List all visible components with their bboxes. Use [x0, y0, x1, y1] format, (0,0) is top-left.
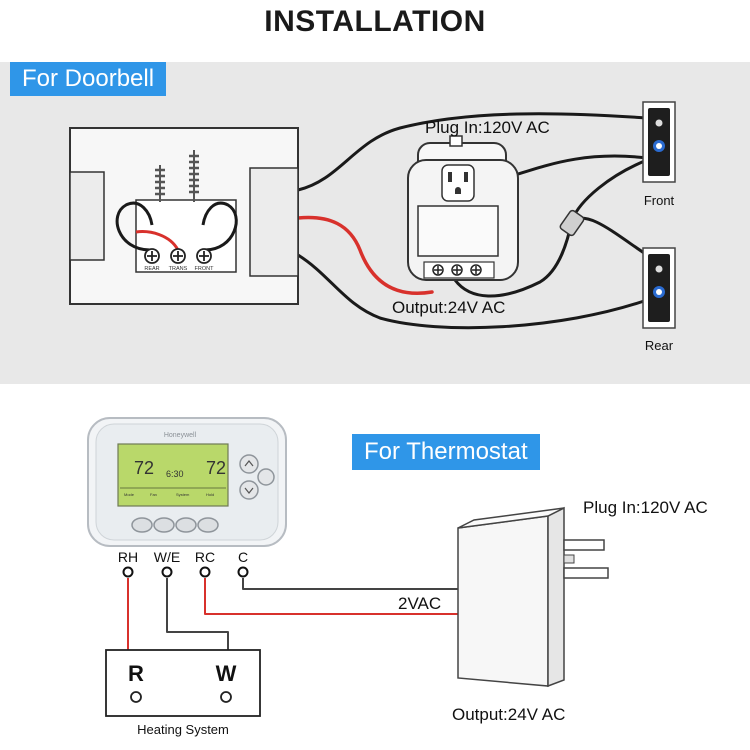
terminal-label-rear: REAR	[144, 266, 159, 272]
doorbell-badge: For Doorbell	[10, 62, 167, 96]
terminal-rh-label: RH	[118, 549, 138, 565]
lcd-row-fan: Fan	[150, 492, 157, 497]
lcd-time: 6:30	[166, 469, 184, 479]
doorbell-plug-in-label: Plug In:120V AC	[425, 118, 550, 137]
doorbell-wires	[296, 112, 649, 330]
wire-red-trans	[296, 215, 434, 295]
wire-connector-rear	[570, 216, 649, 257]
thermostat-plug-in-label: Plug In:120V AC	[583, 498, 708, 517]
heating-r-label: R	[128, 661, 144, 686]
wire-nut-connector	[559, 209, 585, 237]
terminal-we-label: W/E	[154, 549, 180, 565]
doorbell-rear-label: Rear	[645, 338, 674, 353]
thermostat-output-label: Output:24V AC	[452, 705, 565, 724]
terminal-rc-label: RC	[195, 549, 215, 565]
wire-we-black	[166, 578, 229, 650]
terminal-c-label: C	[238, 549, 248, 565]
thermostat-diagram: Honeywell 72 72 6:30 Mode Fan System Hol…	[87, 417, 708, 737]
thermostat-voltage-label: 2VAC	[398, 594, 441, 613]
doorbell-front-label: Front	[644, 193, 675, 208]
chime-springs	[155, 150, 199, 202]
lcd-temp-left: 72	[134, 458, 154, 478]
lcd-row-hold: Hold	[206, 492, 214, 497]
thermostat-device: Honeywell 72 72 6:30 Mode Fan System Hol…	[87, 417, 287, 547]
doorbell-output-label: Output:24V AC	[392, 298, 505, 317]
thermostat-badge: For Thermostat	[352, 434, 540, 470]
chime-terminals	[144, 248, 212, 264]
wire-connector-front	[570, 158, 649, 222]
wire-black-front	[296, 112, 649, 192]
wire-rc-red	[204, 578, 458, 615]
thermostat-brand: Honeywell	[164, 432, 197, 439]
thermostat-terminals	[122, 566, 249, 578]
thermostat-bottom-buttons	[131, 517, 219, 533]
lcd-row-mode: Mode	[124, 492, 135, 497]
heating-system-box	[105, 649, 261, 717]
heating-w-label: W	[216, 661, 237, 686]
doorbell-diagram: REAR TRANS FRONT Plug In:120V AC Output:…	[69, 101, 676, 353]
lcd-row-system: System	[176, 492, 190, 497]
thermostat-transformer	[457, 506, 609, 688]
wire-c-black	[242, 578, 458, 590]
wire-black-rear	[296, 253, 649, 330]
terminal-label-front: FRONT	[195, 266, 215, 272]
page-title: INSTALLATION	[264, 5, 486, 38]
chime-box: REAR TRANS FRONT	[69, 127, 299, 305]
terminal-label-trans: TRANS	[169, 266, 188, 272]
wire-black-trans-out	[453, 218, 574, 298]
lcd-temp-right: 72	[206, 458, 226, 478]
thermostat-wires	[127, 578, 458, 650]
heating-system-label: Heating System	[137, 722, 229, 737]
doorbell-front	[642, 101, 676, 183]
wire-black-front-2	[503, 154, 649, 180]
thermostat-side-buttons	[239, 454, 275, 500]
transformer-plug	[407, 135, 519, 281]
doorbell-rear	[642, 247, 676, 329]
